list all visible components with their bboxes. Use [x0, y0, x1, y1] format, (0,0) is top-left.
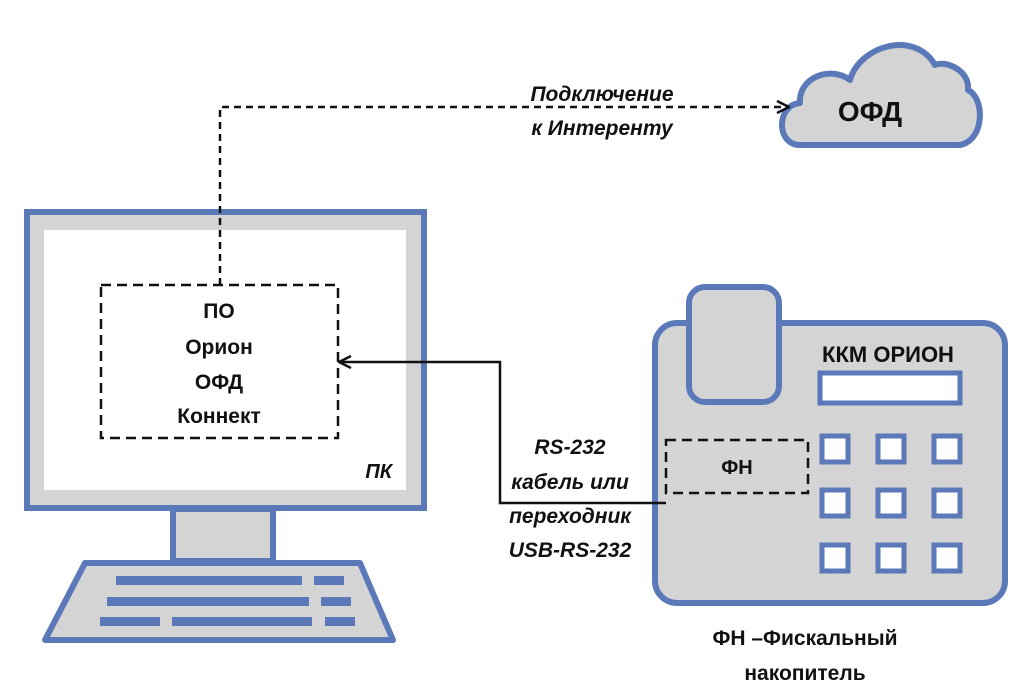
kkm-key	[819, 542, 851, 574]
cable-label-line-2: кабель или	[511, 471, 629, 494]
internet-connection: Подключение к Интеренту	[218, 83, 788, 285]
keyboard-key	[321, 597, 351, 606]
ofd-cloud: ОФД	[779, 42, 983, 148]
kkm-receipt-printer	[686, 284, 782, 405]
kkm-key	[931, 487, 963, 519]
software-line-2: Орион	[185, 336, 253, 359]
fn-box-label: ФН	[721, 457, 753, 479]
kkm-key	[931, 542, 963, 574]
kkm-key	[875, 433, 907, 465]
pc-keyboard	[42, 560, 396, 643]
kkm-key	[819, 487, 851, 519]
cloud-icon	[779, 42, 983, 148]
software-line-1: ПО	[203, 300, 234, 323]
internet-arrow	[218, 107, 788, 285]
kkm-display	[817, 370, 963, 406]
software-line-3: ОФД	[195, 371, 243, 394]
cable-arrow	[340, 362, 666, 505]
cloud-label: ОФД	[838, 96, 902, 127]
cable-label-line-3: переходник	[509, 505, 632, 528]
cable-label-line-1: RS-232	[534, 436, 606, 459]
keyboard-key	[314, 576, 344, 585]
cable-label-line-4: USB-RS-232	[509, 539, 632, 562]
kkm-device: ККМ ОРИОН ФН	[652, 284, 1008, 606]
kkm-key	[875, 487, 907, 519]
cable-connection: RS-232 кабель или переходник USB-RS-232	[340, 362, 666, 562]
kkm-key	[875, 542, 907, 574]
monitor-screen	[44, 230, 406, 490]
software-box: ПО Орион ОФД Коннект	[99, 283, 340, 440]
kkm-key	[931, 433, 963, 465]
fn-caption: ФН –Фискальный накопитель	[712, 627, 897, 685]
kkm-key	[819, 433, 851, 465]
keyboard-key-row	[107, 597, 309, 606]
internet-label-line-2: к Интеренту	[531, 117, 674, 140]
keyboard-key	[325, 617, 355, 626]
internet-label-line-1: Подключение	[530, 83, 673, 106]
software-line-4: Коннект	[177, 405, 261, 428]
pc-monitor	[24, 209, 427, 564]
keyboard-key-row	[116, 576, 302, 585]
fn-caption-line-1: ФН –Фискальный	[712, 627, 897, 650]
pc-label: ПК	[365, 461, 393, 483]
keyboard-key	[100, 617, 160, 626]
fn-box-border	[664, 438, 810, 495]
fn-caption-line-2: накопитель	[744, 662, 865, 685]
kkm-title: ККМ ОРИОН	[822, 342, 954, 367]
keyboard-key-row	[172, 617, 312, 626]
monitor-neck	[170, 506, 276, 564]
